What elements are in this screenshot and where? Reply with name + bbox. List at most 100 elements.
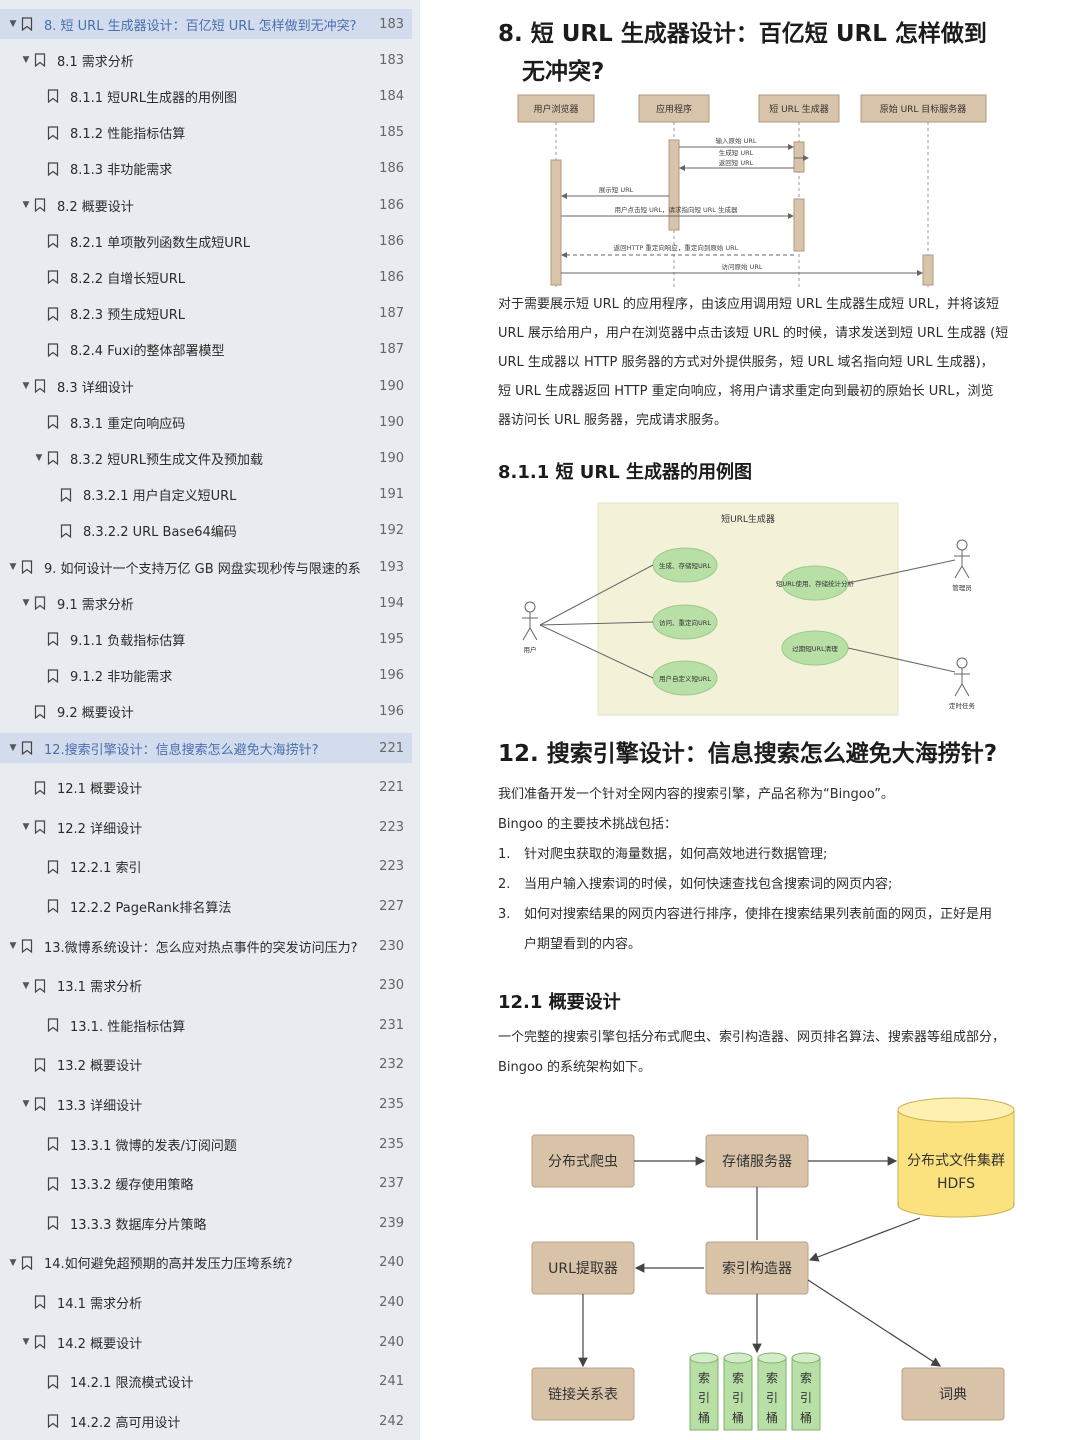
expand-arrow-icon[interactable]: ▼ [35,453,43,464]
toc-title: 14.2.2 高可用设计 [70,1415,181,1431]
expand-arrow-icon[interactable]: ▼ [22,822,30,833]
toc-title: 8.3.1 重定向响应码 [70,416,186,432]
toc-page-number: 196 [379,668,404,684]
toc-title: 8.1.1 短URL生成器的用例图 [70,90,238,106]
toc-title: 14.1 需求分析 [57,1296,143,1312]
bookmark-icon [34,1295,46,1310]
toc-page-number: 227 [379,898,404,914]
bookmark-icon [47,234,59,249]
use-case-diagram: 短URL生成器 生成、存储短URL 访问、重定向URL 用户自定义短URL 短U… [522,502,976,716]
expand-arrow-icon[interactable]: ▼ [9,19,17,29]
toc-page-number: 196 [379,704,404,720]
usecase-label: 用户自定义短URL [659,674,711,683]
toc-item[interactable]: ▼8. 短 URL 生成器设计：百亿短 URL 怎样做到无冲突?183 [0,9,412,39]
bookmark-icon [47,1216,59,1231]
usecase-label: 短URL使用、存储统计分析 [776,579,854,588]
toc-page-number: 240 [379,1255,404,1271]
toc-page-number: 232 [379,1057,404,1073]
toc-title: 9.1.2 非功能需求 [70,670,173,686]
bookmark-icon [47,343,59,357]
bookmark-icon [47,632,59,647]
bookmark-icon [34,978,46,993]
url-extractor-label: URL提取器 [548,1261,618,1277]
paragraph-12-3: 一个完整的搜索引擎包括分布式爬虫、索引构造器、网页排名算法、搜索器等组成部分， [498,1030,1006,1045]
toc-item[interactable]: ▼14.如何避免超预期的高并发压力压垮系统?240 [0,1248,412,1278]
expand-arrow-icon[interactable]: ▼ [22,1337,30,1347]
paragraph-line: URL 展示给用户，用户在浏览器中点击该短 URL 的时候，请求发送到短 URL… [498,326,1009,341]
toc-page-number: 186 [379,161,404,177]
list-text: 针对爬虫获取的海量数据，如何高效地进行数据管理; [524,847,828,862]
toc-item[interactable]: ▼12.搜索引擎设计：信息搜索怎么避免大海捞针?221 [0,733,412,763]
toc-title: 13.3.1 微博的发表/订阅问题 [70,1138,237,1154]
expand-arrow-icon[interactable]: ▼ [22,598,30,609]
expand-arrow-icon[interactable]: ▼ [9,562,17,572]
toc-item[interactable]: 9.2 概要设计 196 [0,697,412,727]
expand-arrow-icon[interactable]: ▼ [9,1257,17,1268]
index-bucket: 索引桶 [791,1352,821,1431]
expand-arrow-icon[interactable]: ▼ [22,200,30,210]
bookmark-icon [34,820,46,835]
bookmark-icon [47,860,59,874]
seq-msg: 返回HTTP 重定向响应，重定向到原始 URL [614,243,739,252]
toc-title: 8. 短 URL 生成器设计：百亿短 URL 怎样做到无冲突? [44,18,357,34]
chapter-8-heading: 8. 短 URL 生成器设计：百亿短 URL 怎样做到 无冲突? [498,15,1058,91]
section-8-1-1-heading: 8.1.1 短 URL 生成器的用例图 [498,462,752,483]
list-num: 3. [498,907,511,922]
expand-arrow-icon[interactable]: ▼ [9,743,17,753]
toc-item[interactable]: ▼13.微博系统设计：怎么应对热点事件的突发访问压力?230 [0,931,412,961]
toc-title: 9.2 概要设计 [57,706,134,722]
seq-actor-label: 用户浏览器 [533,103,578,115]
list-num: 1. [498,847,511,862]
toc-page-number: 195 [379,631,404,647]
expand-arrow-icon[interactable]: ▼ [22,980,30,991]
toc-page-number: 187 [379,306,404,322]
actor-label: 用户 [524,645,537,654]
crawler-label: 分布式爬虫 [548,1154,618,1170]
toc-item[interactable]: 9.1.2 非功能需求 196 [0,661,412,691]
toc-title: 13.3.2 缓存使用策略 [70,1178,194,1194]
document-page: 8. 短 URL 生成器设计：百亿短 URL 怎样做到 无冲突? 用户浏览器 应… [420,0,1080,1440]
expand-arrow-icon[interactable]: ▼ [22,381,30,391]
bookmark-icon [34,1058,46,1072]
expand-arrow-icon[interactable]: ▼ [22,55,30,66]
bookmark-icon [47,1018,59,1033]
expand-arrow-icon[interactable]: ▼ [9,941,17,951]
bucket-char: 桶 [766,1410,778,1425]
seq-msg: 返回短 URL [719,158,754,167]
seq-msg: 用户点击短 URL，请求指向短 URL 生成器 [615,205,738,214]
expand-arrow-icon[interactable]: ▼ [22,1099,30,1110]
